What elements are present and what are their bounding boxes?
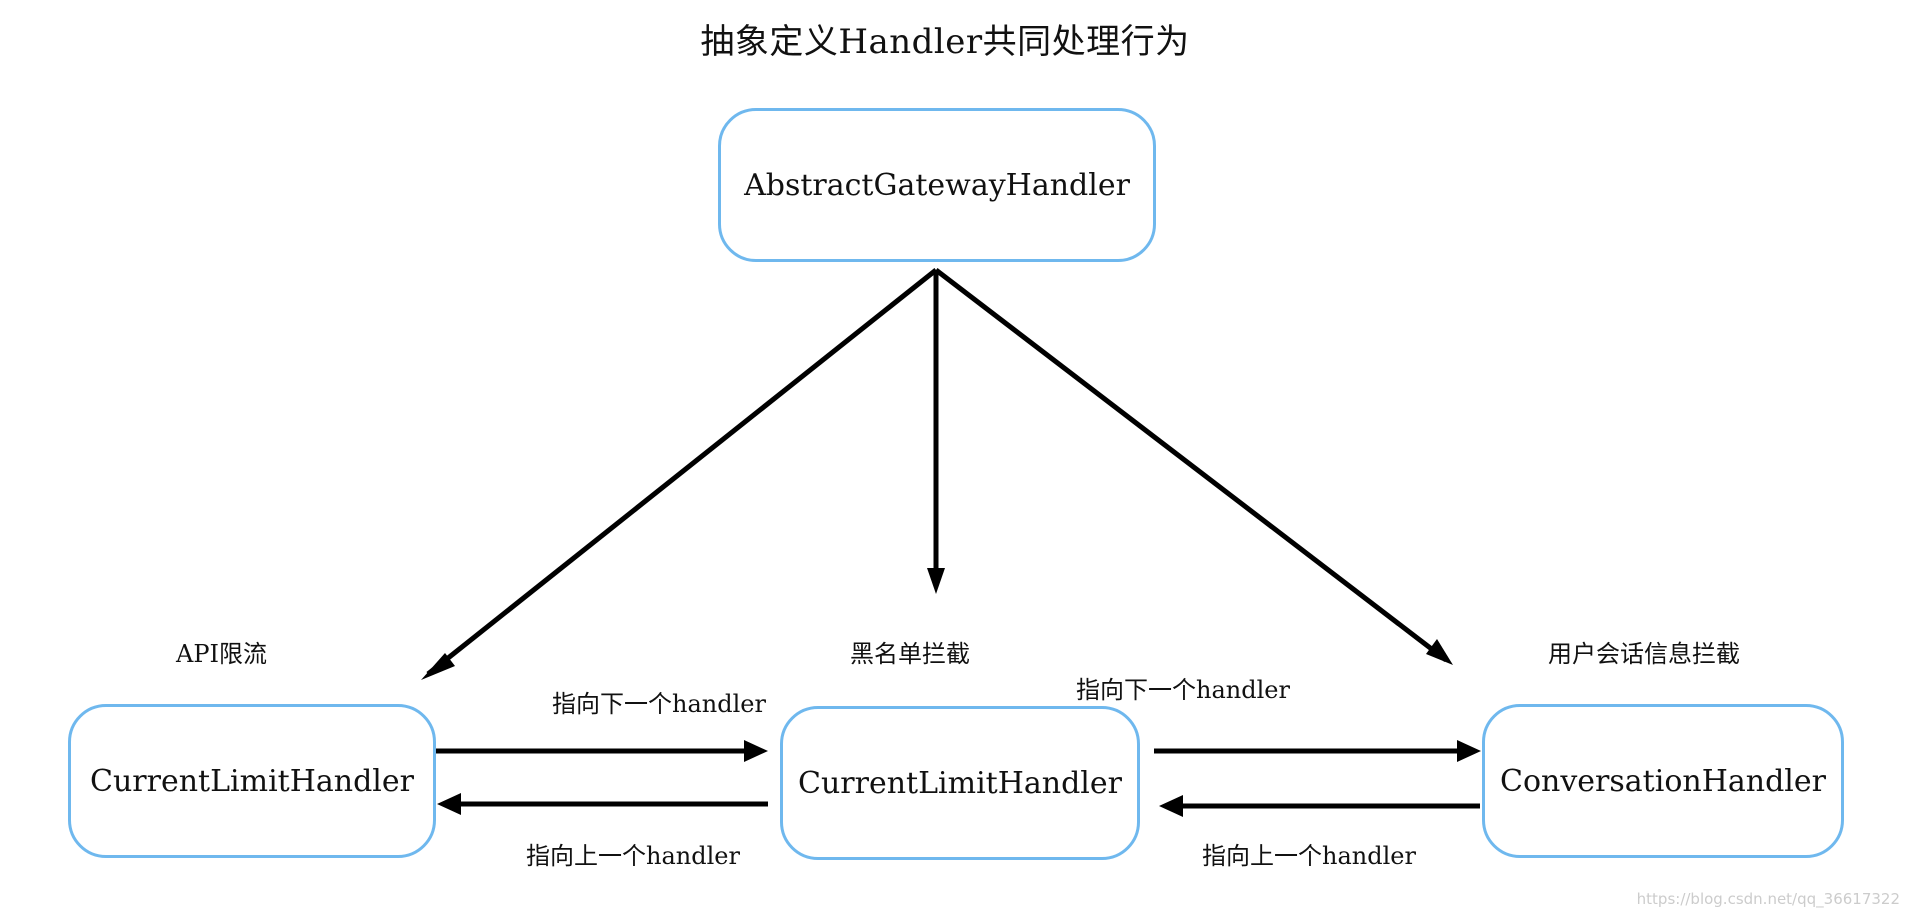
right-prev-label: 指向上一个handler — [1202, 842, 1416, 870]
left-handler-label: CurrentLimitHandler — [90, 763, 414, 799]
middle-handler-node: CurrentLimitHandler — [780, 706, 1140, 860]
left-caption: API限流 — [176, 640, 267, 668]
edge-right-prev-arrowhead — [1159, 795, 1183, 817]
edge-abstract-to-middle-arrowhead — [927, 568, 945, 594]
right-handler-label: ConversationHandler — [1500, 763, 1826, 799]
abstract-handler-label: AbstractGatewayHandler — [744, 167, 1130, 203]
source-watermark: https://blog.csdn.net/qq_36617322 — [1636, 890, 1900, 908]
edge-abstract-to-left — [426, 268, 938, 676]
left-handler-node: CurrentLimitHandler — [68, 704, 436, 858]
middle-caption: 黑名单拦截 — [850, 640, 970, 668]
right-handler-node: ConversationHandler — [1482, 704, 1844, 858]
edge-left-next-arrowhead — [744, 740, 768, 762]
edge-abstract-to-right — [934, 268, 1448, 662]
edge-abstract-to-left-arrowhead — [421, 653, 455, 680]
diagram-title: 抽象定义Handler共同处理行为 — [700, 22, 1190, 62]
edge-abstract-to-right-arrowhead — [1426, 639, 1453, 665]
right-next-label: 指向下一个handler — [1076, 676, 1290, 704]
left-prev-label: 指向上一个handler — [526, 842, 740, 870]
left-next-label: 指向下一个handler — [552, 690, 766, 718]
middle-handler-label: CurrentLimitHandler — [798, 765, 1122, 801]
edge-right-next-arrowhead — [1457, 740, 1481, 762]
right-caption: 用户会话信息拦截 — [1548, 640, 1740, 668]
edge-left-prev-arrowhead — [437, 793, 461, 815]
abstract-handler-node: AbstractGatewayHandler — [718, 108, 1156, 262]
